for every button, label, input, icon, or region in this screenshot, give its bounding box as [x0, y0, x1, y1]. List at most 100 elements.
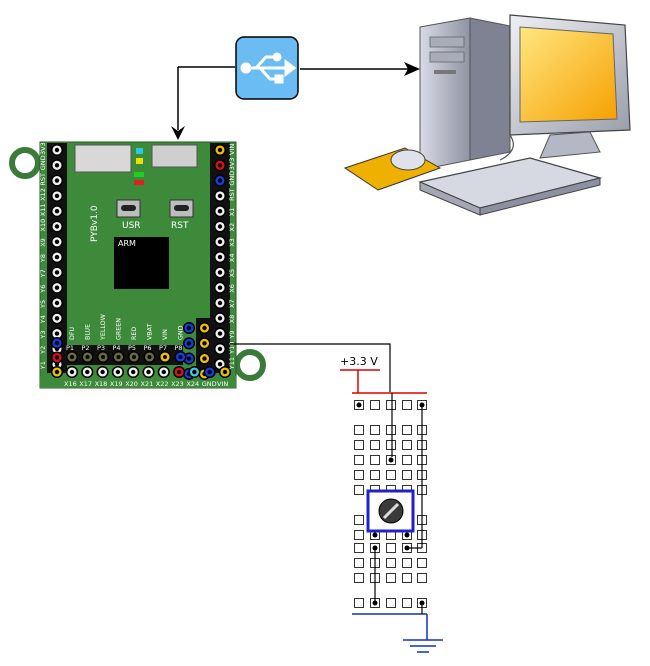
p-label: P8: [175, 344, 183, 352]
usr-label: USR: [122, 221, 141, 231]
pin-label-left: X10: [39, 219, 47, 232]
potentiometer-icon: [366, 489, 415, 533]
desktop-computer-icon: [343, 14, 631, 216]
pin-label-right: RST: [228, 188, 236, 201]
breadboard-hole: [386, 573, 396, 583]
breadboard-hole: [354, 530, 364, 540]
p-label: P4: [113, 344, 121, 352]
pin-label-right: 3V3: [228, 158, 236, 171]
led-label: VBAT: [147, 324, 154, 340]
rst-label: RST: [171, 221, 189, 231]
ground-symbol-icon: [403, 614, 443, 653]
arrow-down-icon: [171, 126, 185, 140]
bottom-pin-label: X16: [64, 380, 77, 388]
usb-icon: [235, 36, 299, 100]
label-layer: 3V3GNDRSTX12X11X10X9Y8Y7Y6Y5Y4Y3Y2Y1VIN3…: [39, 142, 236, 388]
pin-label-right: Y9: [228, 330, 236, 339]
pin-label-right: X4: [228, 254, 236, 263]
bottom-pin-label: VIN: [217, 380, 228, 388]
breadboard-hole: [354, 598, 364, 608]
pin-label-right: Y10: [228, 342, 236, 355]
pin-label-left: X12: [39, 188, 47, 201]
breadboard-hole: [354, 485, 364, 495]
led-label: GND: [178, 325, 185, 340]
pin-label-right: Y11: [228, 357, 236, 370]
p-label: P1: [66, 344, 74, 352]
breadboard-hole: [402, 455, 412, 465]
pin-label-right: X5: [228, 269, 236, 278]
pin-label-left: Y5: [39, 300, 47, 309]
breadboard-hole: [417, 573, 427, 583]
supply-label: +3.3 V: [340, 355, 378, 368]
breadboard-hole: [354, 470, 364, 480]
breadboard-hole: [386, 558, 396, 568]
breadboard-hole: [402, 573, 412, 583]
pin-label-left: X9: [39, 238, 47, 247]
arrow-right-icon: [404, 62, 420, 76]
pin-label-left: Y2: [39, 346, 47, 355]
breadboard-hole: [386, 440, 396, 450]
pin-label-right: X2: [228, 223, 236, 232]
breadboard-hole: [402, 558, 412, 568]
mounting-hole-right: [234, 349, 266, 381]
chip-label: ARM: [118, 239, 136, 248]
led-label: BLUE: [85, 324, 92, 340]
breadboard-hole: [386, 470, 396, 480]
bottom-pin-label: GND: [202, 380, 217, 388]
bottom-pin-label: X24: [186, 380, 199, 388]
breadboard: +3.3 V: [340, 355, 427, 615]
led-red: [134, 180, 144, 185]
pin-label-right: VIN: [228, 144, 236, 155]
breadboard-hole: [386, 598, 396, 608]
pin-layer: [50, 143, 232, 380]
led-label: YELLOW: [100, 313, 107, 341]
breadboard-hole: [370, 470, 380, 480]
pin-label-left: X11: [39, 203, 47, 216]
usb-connection: [171, 62, 420, 140]
board-name: PYBv1.0: [90, 205, 100, 242]
breadboard-hole: [417, 558, 427, 568]
pin-label-right: X6: [228, 284, 236, 293]
breadboard-hole: [354, 515, 364, 525]
breadboard-hole: [354, 543, 364, 553]
pin-label-left: Y7: [39, 269, 47, 278]
bottom-pin-label: X21: [141, 380, 154, 388]
breadboard-hole: [402, 470, 412, 480]
pin-label-right: X3: [228, 238, 236, 247]
breadboard-hole: [402, 425, 412, 435]
breadboard-hole: [370, 400, 380, 410]
led-yellow: [136, 158, 143, 164]
breadboard-hole: [354, 558, 364, 568]
bottom-pin-label: X17: [79, 380, 92, 388]
pin-label-left: Y6: [39, 285, 47, 294]
p-label: P6: [144, 344, 152, 352]
pyboard: USR RST PYBv1.0 ARM 3V3GNDRSTX12X11X10X9…: [9, 141, 266, 389]
pin-label-left: Y4: [39, 315, 47, 324]
breadboard-hole: [354, 440, 364, 450]
p-label: P2: [82, 344, 90, 352]
breadboard-hole: [402, 440, 412, 450]
breadboard-hole: [354, 425, 364, 435]
bottom-pin-label: X18: [95, 380, 108, 388]
pin-label-left: GND: [39, 155, 47, 170]
p-label: P5: [128, 344, 136, 352]
breadboard-hole: [354, 455, 364, 465]
led-blue: [136, 148, 143, 154]
bottom-pin-label: X23: [171, 380, 184, 388]
pin-label-right: X8: [228, 315, 236, 324]
led-green: [134, 172, 144, 177]
led-label: DFU: [69, 327, 76, 340]
pin-label-left: Y3: [39, 330, 47, 339]
pin-label-right: GND: [228, 171, 236, 186]
usb-connector: [151, 144, 198, 168]
breadboard-hole: [370, 425, 380, 435]
p-label: P7: [159, 344, 167, 352]
bottom-pin-label: X19: [110, 380, 123, 388]
signal-wire-board: [230, 343, 391, 392]
breadboard-hole: [354, 573, 364, 583]
breadboard-hole: [370, 455, 380, 465]
p-label: P3: [97, 344, 105, 352]
breadboard-hole: [402, 400, 412, 410]
mounting-hole-left: [9, 147, 41, 179]
